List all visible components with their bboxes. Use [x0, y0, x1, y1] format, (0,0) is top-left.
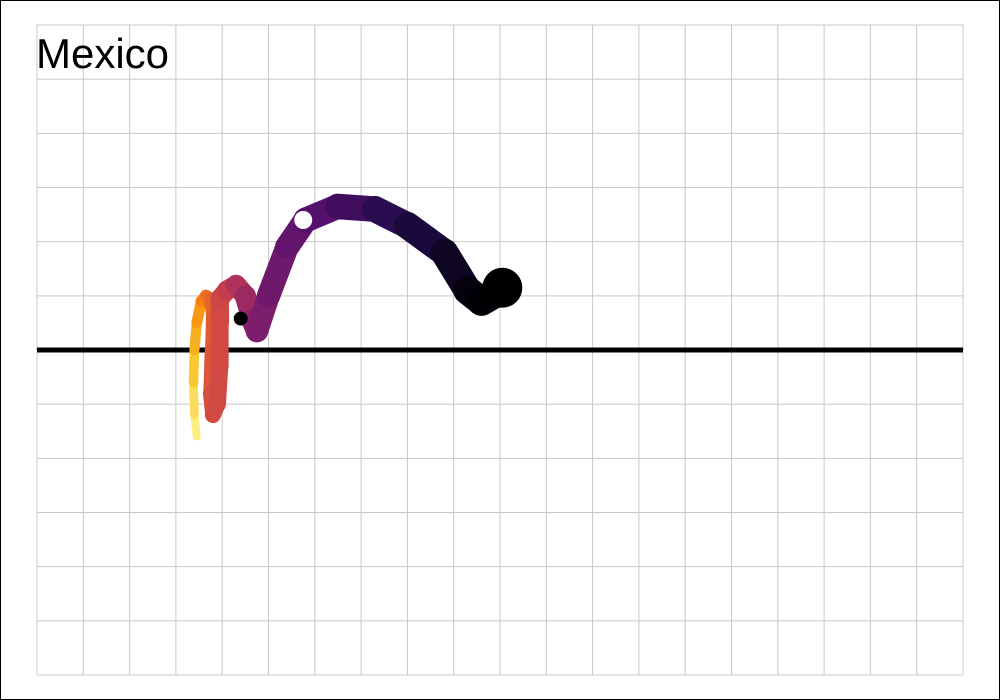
- series-segment: [188, 345, 200, 388]
- mid-marker: [294, 211, 313, 229]
- series-segment: [189, 378, 199, 420]
- start-marker: [233, 311, 248, 326]
- end-marker: [482, 267, 523, 308]
- chart-title: Mexico: [36, 30, 170, 77]
